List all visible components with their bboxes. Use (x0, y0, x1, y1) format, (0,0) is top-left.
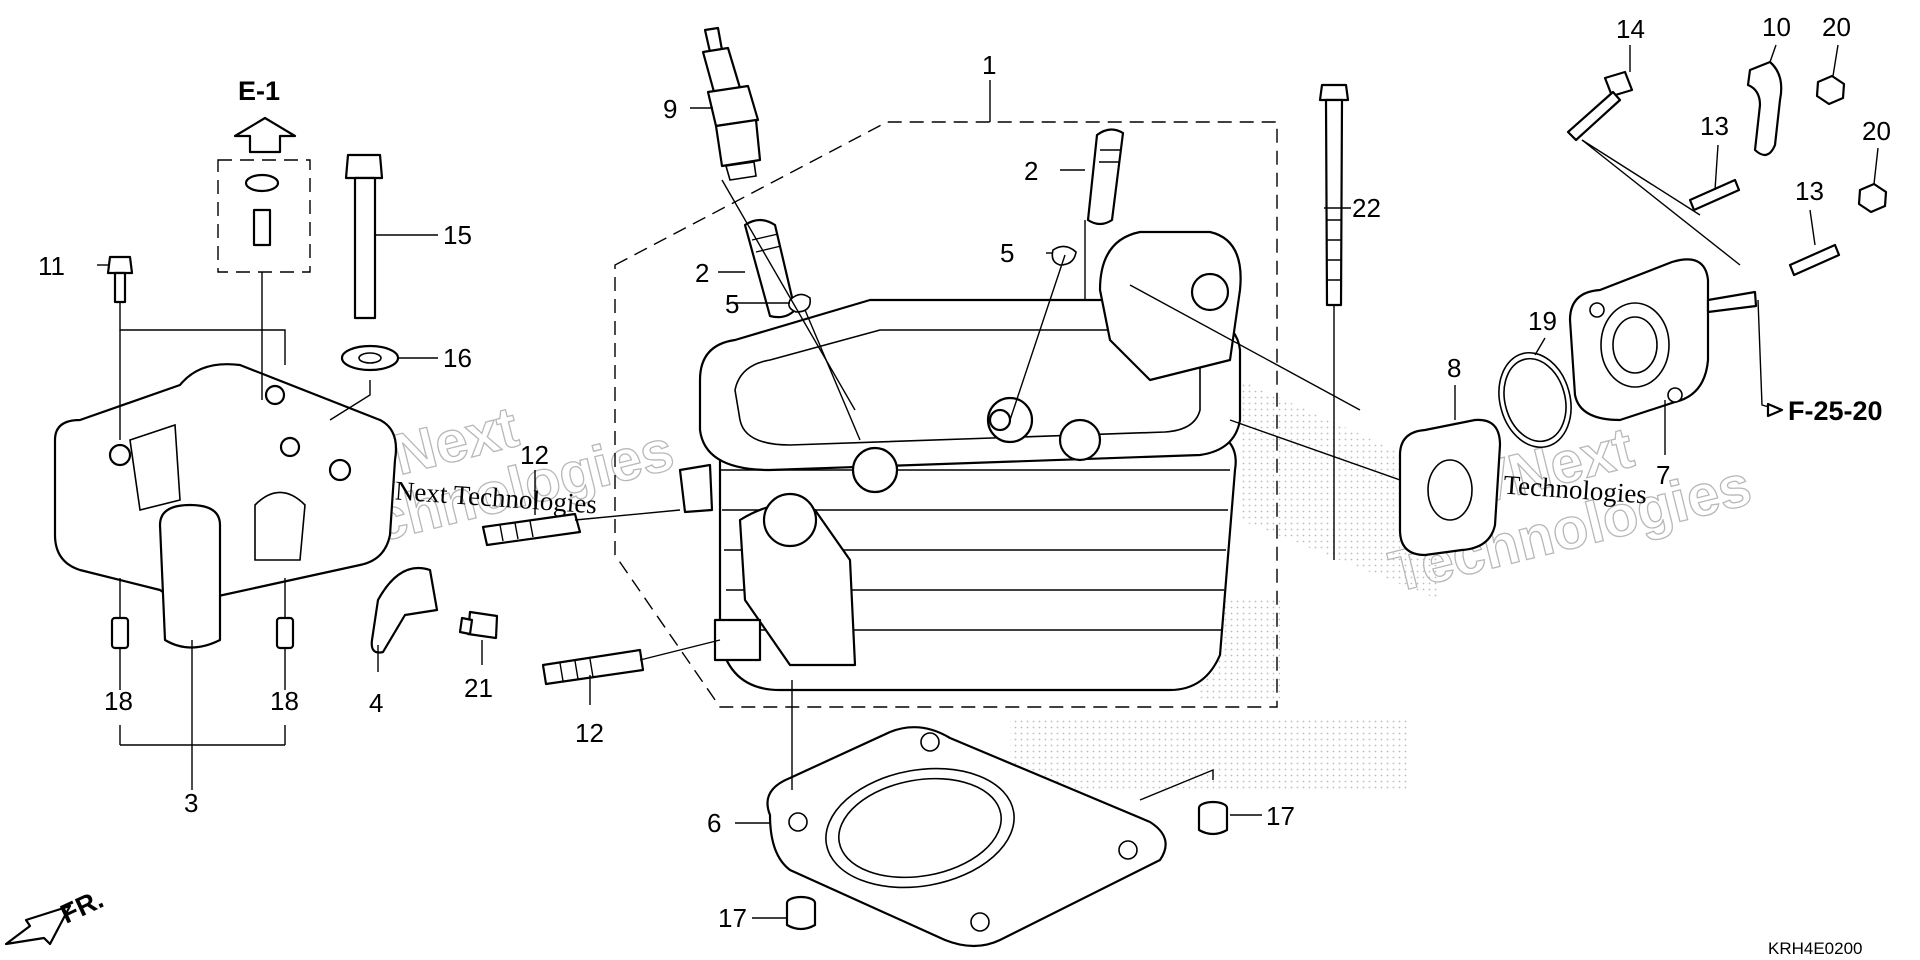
callout-numbers: 1 2 2 3 4 5 5 6 7 8 9 10 11 12 12 13 13 … (38, 12, 1891, 933)
long-stud-bolt (1318, 83, 1350, 307)
callout-2-right: 2 (1024, 156, 1038, 186)
bolt-14 (1566, 70, 1634, 142)
cylinder-head (678, 230, 1242, 692)
callout-1: 1 (982, 50, 996, 80)
collar-bolt-15 (344, 153, 384, 320)
callout-19: 19 (1528, 306, 1557, 336)
sleeve (252, 208, 272, 247)
callout-12-lower: 12 (575, 718, 604, 748)
callout-17-right: 17 (1266, 801, 1295, 831)
e1-arrow-icon (233, 116, 297, 154)
callout-4: 4 (369, 688, 383, 718)
stopper-plate-4 (370, 566, 439, 654)
dowel-pin-right (1197, 800, 1229, 836)
callout-3: 3 (184, 788, 198, 818)
callout-18-left: 18 (104, 686, 133, 716)
head-gasket (766, 726, 1167, 948)
stud-13-left (1688, 178, 1741, 212)
clamp-10 (1746, 60, 1783, 157)
callout-11: 11 (38, 251, 65, 281)
ref-front: FR. (56, 884, 108, 930)
bolt-21 (458, 610, 499, 640)
dowel-pin-18-left (110, 616, 130, 650)
callout-22: 22 (1352, 193, 1381, 223)
spark-plug (701, 26, 762, 181)
oil-seal (244, 173, 280, 193)
valve-guide-right (1086, 128, 1125, 226)
dowel-pin-bottom (785, 895, 817, 931)
callout-6: 6 (707, 808, 721, 838)
o-ring-19-inner (1503, 357, 1567, 443)
clip-left (788, 293, 812, 313)
ref-f2520: F-25-20 (1788, 396, 1883, 426)
callout-20-right: 20 (1862, 116, 1891, 146)
callout-9: 9 (663, 94, 677, 124)
callout-10: 10 (1762, 12, 1791, 42)
leader-lines (97, 44, 1879, 919)
stud-bolt-lower (541, 648, 645, 686)
cylinder-head-group-outline (614, 121, 1278, 708)
callout-15: 15 (443, 220, 472, 250)
e1-subgroup-outline (217, 159, 311, 273)
dowel-pin-18-right (275, 616, 295, 650)
callout-13-right: 13 (1795, 176, 1824, 206)
callout-5-right: 5 (1000, 238, 1014, 268)
callout-17-bottom: 17 (718, 903, 747, 933)
callout-21: 21 (464, 673, 493, 703)
gasket-8 (1398, 418, 1502, 557)
callout-7: 7 (1656, 460, 1670, 490)
callout-14: 14 (1616, 14, 1645, 44)
stud-bolt-upper (481, 512, 582, 547)
callout-5-left: 5 (725, 289, 739, 319)
callout-8: 8 (1447, 353, 1461, 383)
intake-insulator-7 (1568, 258, 1758, 422)
nut-20-top (1815, 74, 1846, 106)
f2520-arrow-icon (1766, 402, 1784, 418)
callout-13-left: 13 (1700, 111, 1729, 141)
callout-20-top: 20 (1822, 12, 1851, 42)
ref-e1: E-1 (238, 76, 280, 106)
callout-16: 16 (443, 343, 472, 373)
nut-20-right (1857, 182, 1888, 214)
callout-2-left: 2 (695, 258, 709, 288)
washer-16-hole (358, 352, 382, 364)
callout-18-right: 18 (270, 686, 299, 716)
callout-12-upper: 12 (520, 440, 549, 470)
bolt-11 (106, 255, 134, 304)
rocker-arm-holder (53, 363, 398, 649)
diagram-code: KRH4E0200 (1768, 939, 1863, 958)
front-arrow-icon (4, 904, 72, 946)
stud-13-right (1788, 243, 1841, 277)
